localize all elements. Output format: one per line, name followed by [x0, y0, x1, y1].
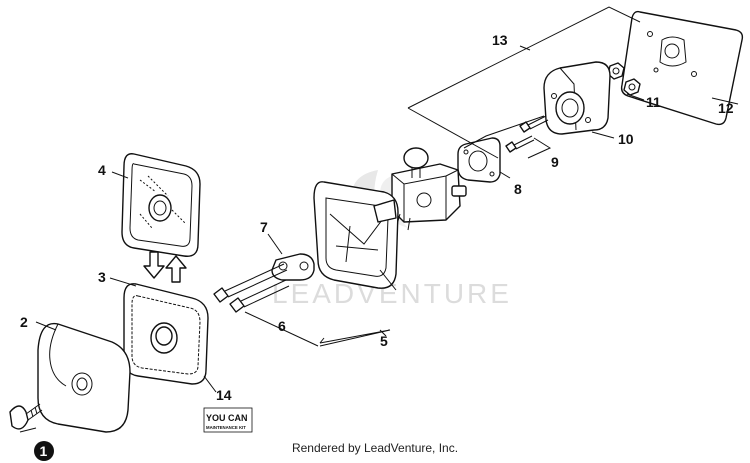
callout-13[interactable]: 13 [492, 32, 508, 48]
callout-12[interactable]: 12 [718, 100, 734, 116]
part-1-wing-bolt[interactable] [9, 403, 43, 430]
callout-labels: 1 2 3 4 5 6 7 8 9 10 11 12 13 14 [20, 32, 734, 461]
callout-3[interactable]: 3 [98, 269, 106, 285]
callout-1-badge [34, 441, 54, 461]
kit-brand: YOU CAN [206, 413, 248, 423]
part-5-air-cleaner-case[interactable] [313, 181, 399, 289]
callout-11[interactable]: 11 [646, 94, 661, 110]
callout-10[interactable]: 10 [618, 131, 634, 147]
part-2-cover[interactable] [37, 322, 131, 433]
callout-7[interactable]: 7 [260, 219, 268, 235]
carburetor[interactable] [391, 147, 467, 231]
part-12-gasket-plate[interactable] [620, 10, 744, 126]
part-9-screws[interactable] [505, 115, 549, 153]
callout-2[interactable]: 2 [20, 314, 28, 330]
footer-credit: Rendered by LeadVenture, Inc. [291, 441, 459, 455]
callout-5[interactable]: 5 [380, 333, 388, 349]
maintenance-kit-badge: YOU CAN MAINTENANCE KIT [203, 407, 253, 433]
callout-1[interactable]: 1 [40, 443, 48, 459]
part-4-filter[interactable] [121, 153, 201, 257]
callout-9[interactable]: 9 [551, 154, 559, 170]
part-3-filter-frame[interactable] [123, 283, 209, 385]
callout-6[interactable]: 6 [278, 318, 286, 334]
leader-lines [19, 6, 739, 433]
callout-8[interactable]: 8 [514, 181, 522, 197]
assembly-arrows [143, 251, 187, 283]
part-10-insulator[interactable] [543, 61, 611, 135]
callout-14[interactable]: 14 [216, 387, 232, 403]
callout-4[interactable]: 4 [98, 162, 106, 178]
kit-sub: MAINTENANCE KIT [206, 425, 246, 430]
part-8-carb-gasket[interactable] [457, 137, 501, 183]
part-6-bolts[interactable] [213, 263, 290, 313]
